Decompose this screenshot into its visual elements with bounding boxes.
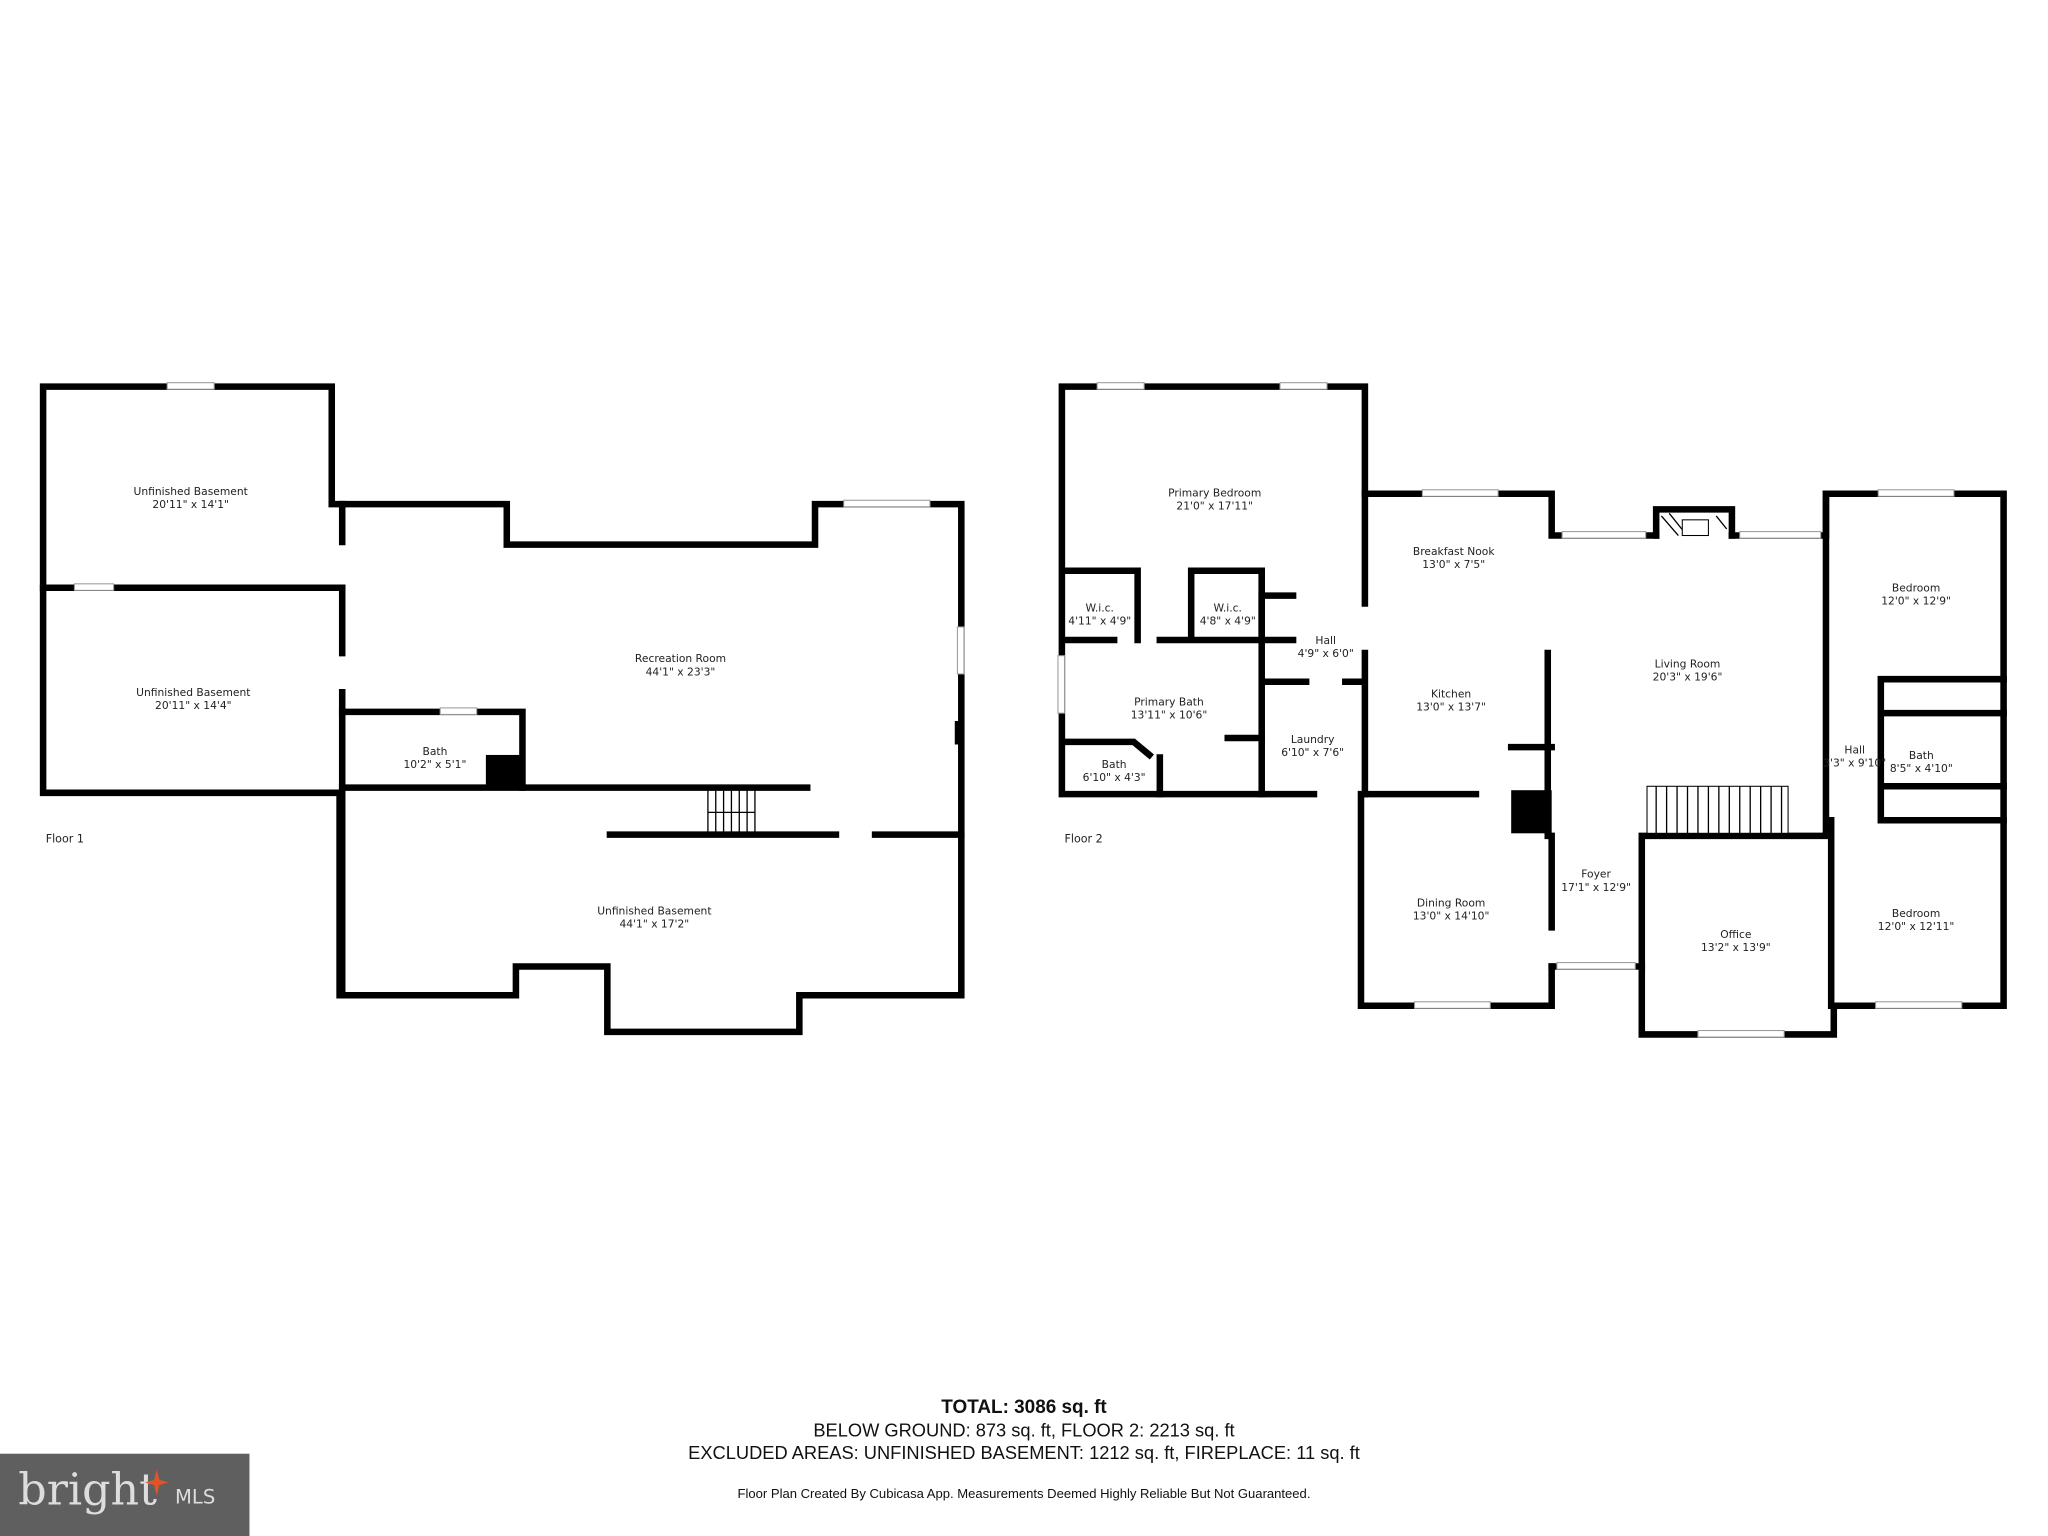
room-name: Unfinished Basement — [134, 485, 248, 498]
room-dims: 20'3" x 19'6" — [1653, 670, 1723, 683]
room-name: Primary Bath — [1134, 695, 1204, 708]
area-summary: TOTAL: 3086 sq. ft BELOW GROUND: 873 sq.… — [688, 1397, 1360, 1501]
room-dims: 6'10" x 7'6" — [1281, 746, 1344, 759]
svg-text:bright: bright — [18, 1465, 157, 1516]
room-name: W.i.c. — [1086, 601, 1114, 614]
room-name: Dining Room — [1417, 896, 1485, 909]
room-dims: 4'11" x 4'9" — [1068, 614, 1131, 627]
room-name: Primary Bedroom — [1168, 486, 1261, 499]
bright-mls-logo: bright MLS — [0, 1453, 250, 1536]
room-name: Breakfast Nook — [1413, 545, 1495, 558]
total-area: TOTAL: 3086 sq. ft — [941, 1397, 1107, 1418]
floor-1-plan: Unfinished Basement 20'11" x 14'1" Unfin… — [39, 382, 965, 1036]
stairs-icon — [707, 790, 756, 834]
floor-2-plan: Primary Bedroom 21'0" x 17'11" W.i.c. 4'… — [1057, 382, 2007, 1038]
stairs-icon — [1646, 785, 1789, 834]
floor-1-label: Floor 1 — [46, 832, 84, 845]
room-dims: 13'2" x 13'9" — [1701, 941, 1771, 954]
room-dims: 6'10" x 4'3" — [1083, 771, 1146, 784]
room-name: W.i.c. — [1214, 601, 1242, 614]
room-name: Recreation Room — [635, 652, 726, 665]
room-name: Unfinished Basement — [597, 904, 711, 917]
room-name: Office — [1720, 928, 1752, 941]
room-dims: 12'0" x 12'9" — [1881, 595, 1951, 608]
room-dims: 10'2" x 5'1" — [403, 758, 466, 771]
room-name: Bath — [1102, 758, 1127, 771]
room-dims: 4'9" x 6'0" — [1298, 647, 1354, 660]
room-name: Bedroom — [1892, 582, 1940, 595]
room-dims: 12'0" x 12'11" — [1878, 920, 1955, 933]
room-dims: 13'11" x 10'6" — [1131, 708, 1208, 721]
excluded-areas: EXCLUDED AREAS: UNFINISHED BASEMENT: 121… — [688, 1442, 1360, 1463]
room-name: Hall — [1844, 744, 1865, 757]
room-name: Foyer — [1581, 868, 1611, 881]
room-name: Bath — [422, 745, 447, 758]
room-dims: 20'11" x 14'1" — [152, 498, 229, 511]
room-name: Kitchen — [1431, 687, 1471, 700]
room-name: Unfinished Basement — [136, 686, 250, 699]
room-dims: 13'0" x 7'5" — [1422, 558, 1485, 571]
room-dims: 13'0" x 14'10" — [1413, 910, 1490, 923]
room-dims: 4'8" x 4'9" — [1200, 614, 1256, 627]
room-dims: 21'0" x 17'11" — [1176, 499, 1253, 512]
room-name: Bedroom — [1892, 907, 1940, 920]
room-dims: 13'0" x 13'7" — [1416, 701, 1486, 714]
room-dims: 17'1" x 12'9" — [1561, 881, 1631, 894]
room-dims: 44'1" x 23'3" — [646, 665, 716, 678]
room-dims: 44'1" x 17'2" — [620, 917, 690, 930]
room-name: Living Room — [1655, 657, 1721, 670]
room-name: Laundry — [1291, 733, 1335, 746]
floor-2-label: Floor 2 — [1064, 832, 1102, 845]
room-name: Hall — [1315, 634, 1336, 647]
disclaimer: Floor Plan Created By Cubicasa App. Meas… — [738, 1486, 1311, 1501]
room-dims: 20'11" x 14'4" — [155, 699, 232, 712]
room-dims: 8'5" x 4'10" — [1890, 762, 1953, 775]
fireplace-icon — [1660, 512, 1728, 537]
room-dims: 3'3" x 9'10" — [1823, 757, 1886, 770]
room-name: Bath — [1909, 749, 1934, 762]
svg-text:MLS: MLS — [175, 1485, 215, 1508]
area-breakdown: BELOW GROUND: 873 sq. ft, FLOOR 2: 2213 … — [813, 1420, 1234, 1441]
